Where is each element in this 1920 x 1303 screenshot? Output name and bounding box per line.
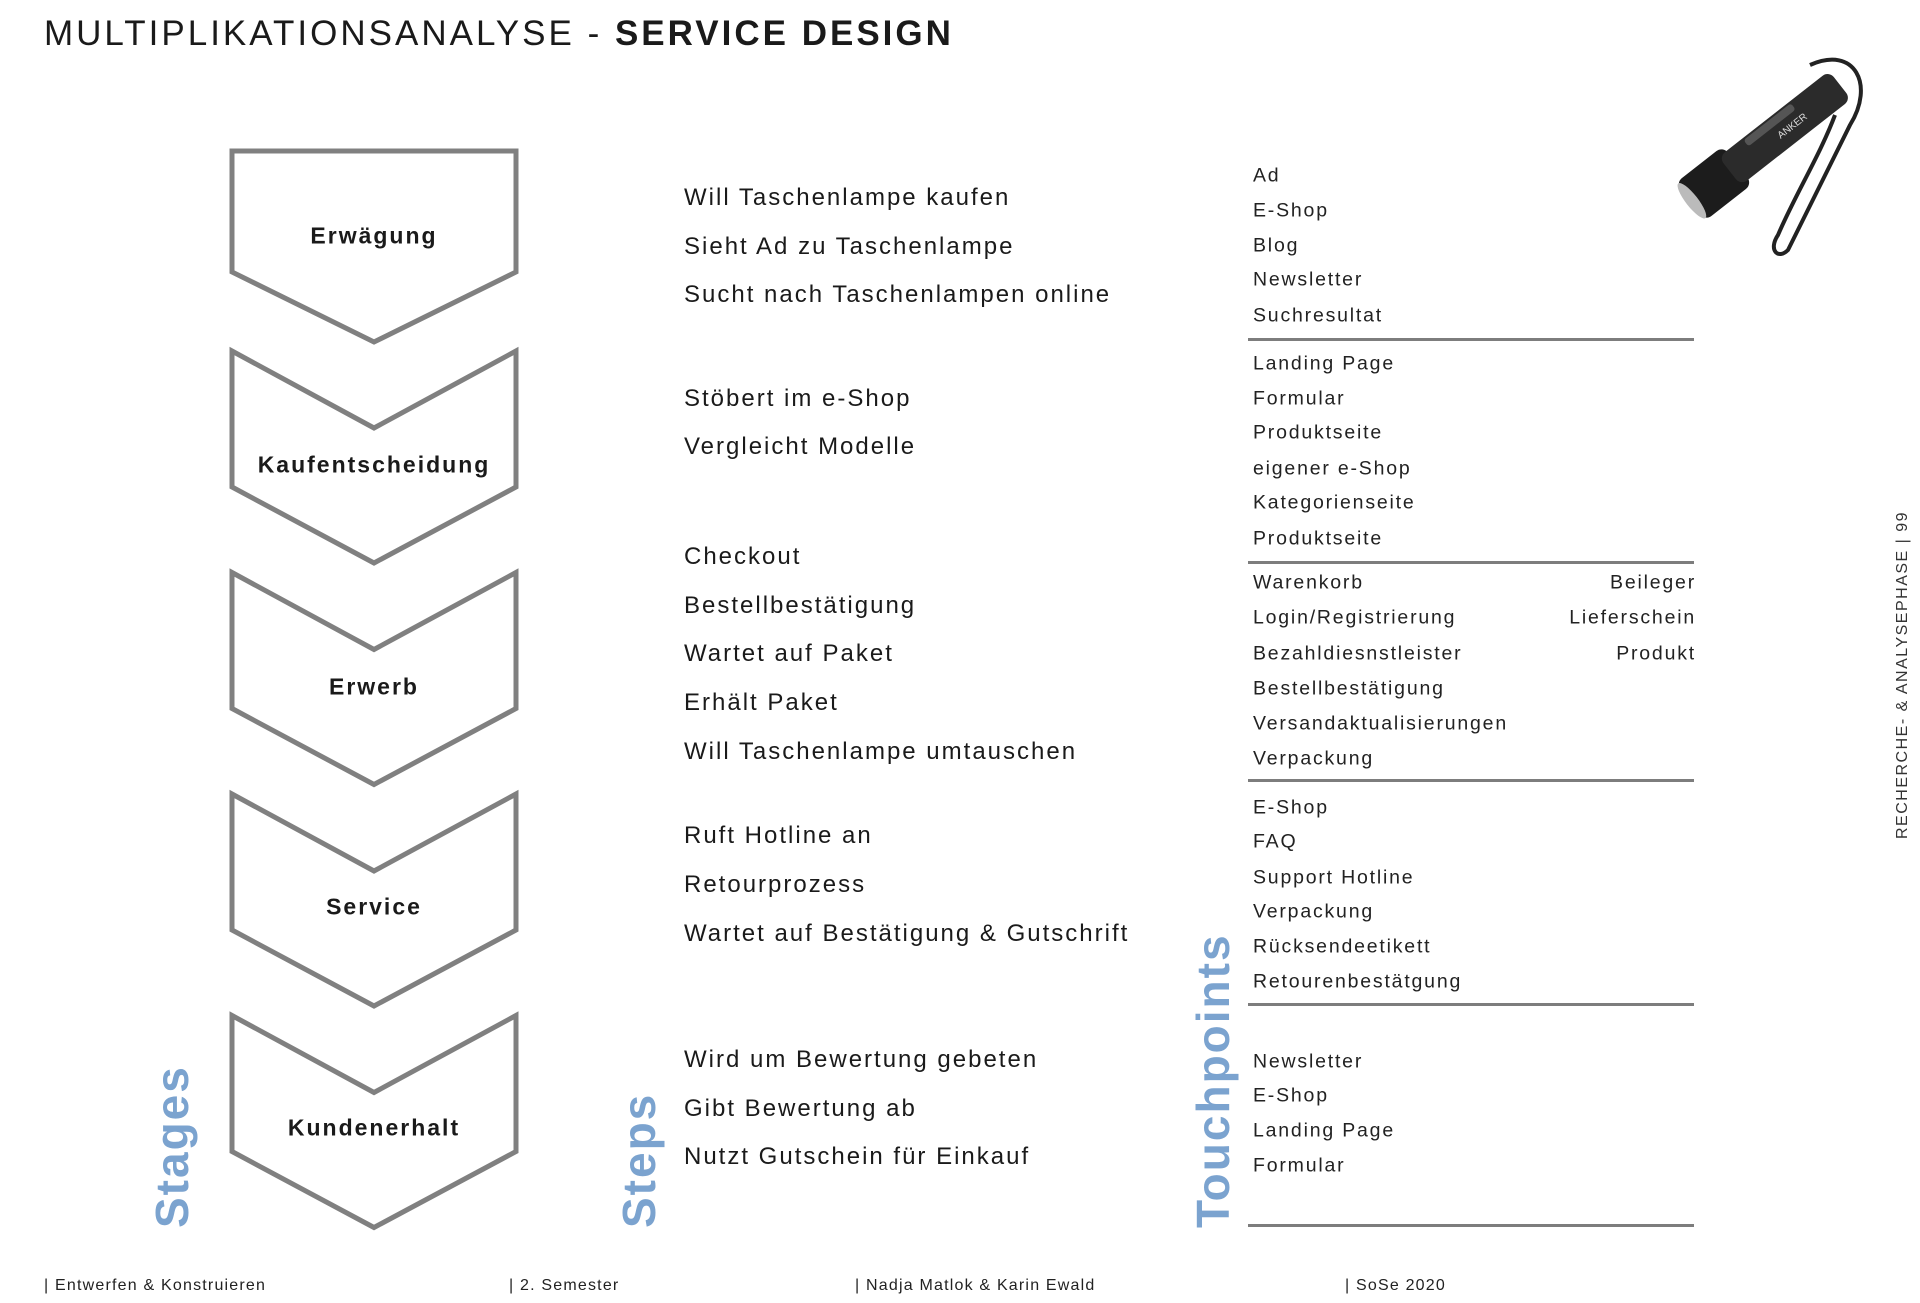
step-item: Wird um Bewertung gebeten	[684, 1046, 1039, 1073]
step-item: Bestellbestätigung	[684, 592, 917, 619]
touchpoint-item-right: Lieferschein	[1569, 606, 1696, 629]
step-item: Will Taschenlampe kaufen	[684, 184, 1011, 211]
footer-authors: | Nadja Matlok & Karin Ewald	[855, 1277, 1096, 1294]
touchpoint-item: Versandaktualisierungen	[1253, 712, 1508, 735]
touchpoint-item: E-Shop	[1253, 796, 1329, 819]
touchpoint-item: Landing Page	[1253, 1119, 1395, 1142]
touchpoint-item: Formular	[1253, 387, 1346, 410]
step-item: Wartet auf Paket	[684, 640, 894, 667]
stage-label: Erwerb	[329, 673, 419, 700]
touchpoint-item: eigener e-Shop	[1253, 457, 1412, 480]
touchpoint-item: Formular	[1253, 1154, 1346, 1177]
chevron-service	[229, 789, 519, 1009]
title-bold: SERVICE DESIGN	[614, 14, 954, 53]
stage-label: Erwägung	[310, 222, 438, 249]
touchpoint-item: Verpackung	[1253, 747, 1374, 770]
touchpoint-item: E-Shop	[1253, 199, 1329, 222]
touchpoint-item: Landing Page	[1253, 352, 1395, 375]
touchpoint-item: Ad	[1253, 164, 1281, 187]
side-page-label: RECHERCHE- & ANALYSEPHASE | 99	[1894, 510, 1911, 839]
touchpoint-item-right: Beileger	[1610, 571, 1696, 594]
steps-label: Steps	[613, 1092, 665, 1228]
touchpoint-item: Verpackung	[1253, 900, 1374, 923]
touchpoint-item-right: Produkt	[1616, 642, 1696, 665]
chevron-kaufentscheidung	[229, 346, 519, 566]
touchpoint-item: Bezahldiesnstleister	[1253, 642, 1463, 665]
chevron-erwerb	[229, 568, 519, 788]
touchpoint-item: Login/Registrierung	[1253, 606, 1457, 629]
touchpoint-item: Produktseite	[1253, 527, 1383, 550]
step-item: Ruft Hotline an	[684, 822, 873, 849]
touchpoint-item: E-Shop	[1253, 1084, 1329, 1107]
touchpoints-label: Touchpoints	[1187, 933, 1239, 1228]
footer-term: | SoSe 2020	[1345, 1277, 1446, 1294]
title-light: MULTIPLIKATIONSANALYSE -	[44, 14, 615, 53]
touchpoint-item: Blog	[1253, 234, 1300, 257]
step-item: Sucht nach Taschenlampen online	[684, 281, 1112, 308]
touchpoint-item: Retourenbestätgung	[1253, 970, 1463, 993]
touchpoint-item: Bestellbestätigung	[1253, 677, 1445, 700]
step-item: Nutzt Gutschein für Einkauf	[684, 1143, 1031, 1170]
stages-label: Stages	[146, 1065, 198, 1228]
touchpoint-item: Newsletter	[1253, 1050, 1364, 1073]
touchpoint-item: Newsletter	[1253, 268, 1364, 291]
footer-semester: | 2. Semester	[509, 1277, 620, 1294]
chevron-kundenerhalt	[229, 1011, 519, 1231]
touchpoint-divider	[1248, 1224, 1694, 1227]
touchpoint-item: FAQ	[1253, 830, 1298, 853]
touchpoint-item: Produktseite	[1253, 421, 1383, 444]
chevron-erwaegung	[229, 148, 519, 345]
step-item: Will Taschenlampe umtauschen	[684, 738, 1078, 765]
page-title: MULTIPLIKATIONSANALYSE - SERVICE DESIGN	[44, 14, 954, 54]
stage-label: Kaufentscheidung	[257, 451, 491, 478]
touchpoint-item: Rücksendeetikett	[1253, 935, 1432, 958]
stage-label: Service	[326, 893, 422, 920]
touchpoint-item: Suchresultat	[1253, 304, 1383, 327]
step-item: Gibt Bewertung ab	[684, 1095, 917, 1122]
step-item: Erhält Paket	[684, 689, 839, 716]
footer-course: | Entwerfen & Konstruieren	[44, 1277, 267, 1294]
stage-label: Kundenerhalt	[287, 1114, 461, 1141]
step-item: Checkout	[684, 543, 802, 570]
step-item: Stöbert im e-Shop	[684, 385, 912, 412]
touchpoint-divider	[1248, 561, 1694, 564]
step-item: Wartet auf Bestätigung & Gutschrift	[684, 920, 1130, 947]
step-item: Sieht Ad zu Taschenlampe	[684, 233, 1015, 260]
touchpoint-divider	[1248, 779, 1694, 782]
step-item: Vergleicht Modelle	[684, 433, 917, 460]
step-item: Retourprozess	[684, 871, 867, 898]
touchpoint-item: Support Hotline	[1253, 866, 1415, 889]
touchpoint-divider	[1248, 338, 1694, 341]
touchpoint-item: Kategorienseite	[1253, 491, 1416, 514]
flashlight-image: ANKER	[1677, 57, 1863, 256]
touchpoint-item: Warenkorb	[1253, 571, 1364, 594]
touchpoint-divider	[1248, 1003, 1694, 1006]
